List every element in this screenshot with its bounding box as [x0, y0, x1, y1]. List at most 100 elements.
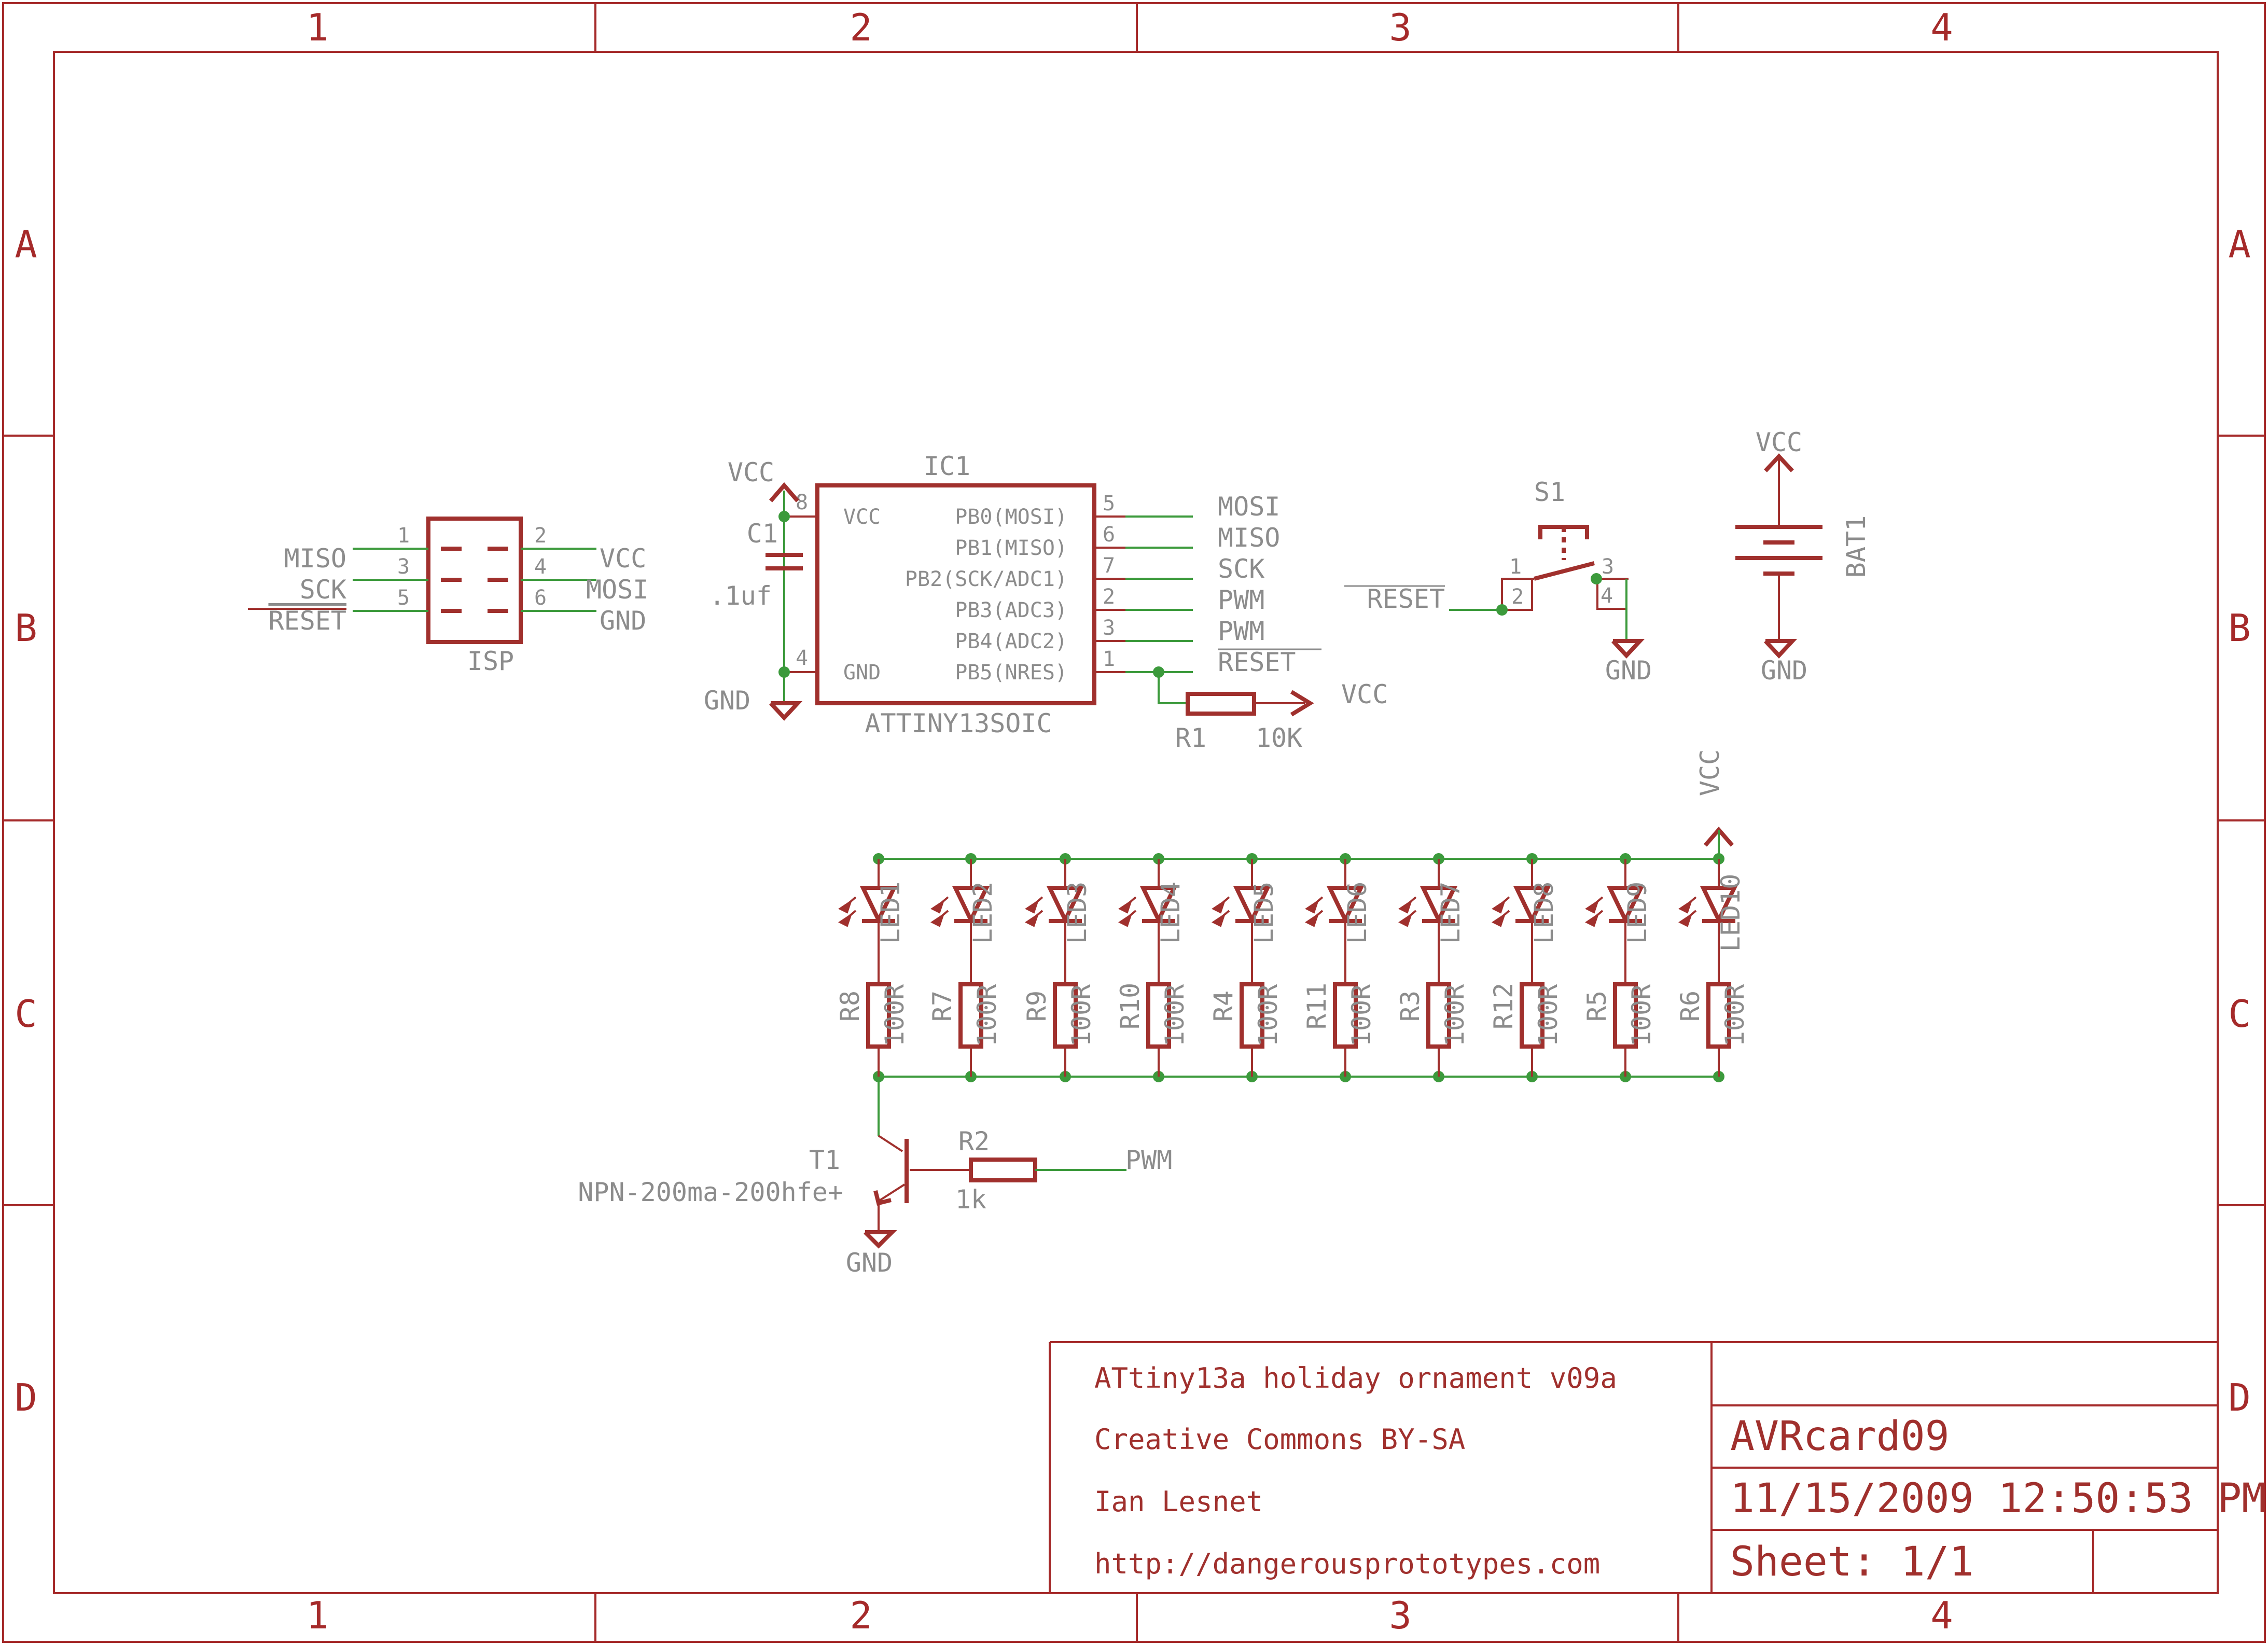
net-label-gnd: GND	[600, 606, 646, 636]
col-label: 3	[1389, 1594, 1411, 1637]
date-time: 11/15/2009 12:50:53 PM	[1730, 1475, 2266, 1522]
resistor-value: 100R	[1720, 984, 1750, 1047]
s1-pin-num: 1	[1509, 555, 1522, 579]
led-arrow-head	[930, 913, 945, 927]
gnd-label: GND	[704, 686, 750, 716]
gnd-label: GND	[846, 1248, 893, 1278]
led-arrow-head	[930, 899, 945, 914]
resistor-name: R12	[1488, 983, 1519, 1029]
ic1-pin-label: PB3(ADC3)	[955, 598, 1067, 622]
resistor-name: R7	[927, 991, 957, 1022]
resistor-name: R5	[1582, 991, 1612, 1022]
vcc-label: VCC	[1695, 749, 1725, 796]
vcc-label: VCC	[728, 457, 774, 487]
led-arrow-head	[1305, 899, 1319, 914]
isp-pin-num: 3	[397, 555, 410, 579]
resistor-name: R6	[1675, 991, 1705, 1022]
isp-pin-num: 4	[534, 555, 547, 579]
r2-resistor: R2 1k PWM	[910, 1126, 1172, 1215]
ic1-pin-label: GND	[843, 661, 881, 685]
net-label-mosi: MOSI	[1218, 492, 1280, 522]
t1-value: NPN-200ma-200hfe+	[578, 1177, 843, 1207]
gnd-symbol-ic: GND	[704, 672, 803, 721]
resistor-value: 100R	[880, 984, 910, 1047]
isp-pin-num: 2	[534, 524, 547, 548]
vcc-label: VCC	[1341, 679, 1388, 709]
led-name: LED2	[968, 882, 998, 944]
title-block: ATtiny13a holiday ornament v09a Creative…	[1049, 1341, 2266, 1593]
led-symbol	[1606, 886, 1645, 925]
s1-pin-num: 2	[1511, 585, 1524, 609]
col-label: 4	[1930, 1594, 1953, 1637]
author-name: Ian Lesnet	[1094, 1485, 1263, 1518]
c1-name: C1	[747, 519, 778, 549]
r1-value: 10K	[1256, 723, 1302, 753]
row-label: D	[15, 1376, 37, 1419]
resistor-value: 100R	[1253, 984, 1283, 1047]
led-name: LED9	[1622, 882, 1652, 944]
ic1-pin-num: 2	[1103, 585, 1115, 609]
led-name: LED6	[1342, 882, 1372, 944]
row-label: B	[2228, 606, 2250, 650]
led-arrow-head	[1678, 913, 1693, 927]
bat1-battery: VCC GND BAT1	[1735, 427, 1871, 686]
ic1-pin-num: 6	[1103, 523, 1115, 547]
row-label: A	[15, 222, 37, 266]
led-name: LED1	[875, 882, 906, 944]
col-label: 1	[306, 6, 328, 49]
led-name: LED7	[1436, 882, 1466, 944]
resistor-value: 100R	[1533, 984, 1563, 1047]
license-text: Creative Commons BY-SA	[1094, 1423, 1465, 1456]
resistor-value: 100R	[1160, 984, 1190, 1047]
vcc-symbol-ic: VCC	[728, 457, 800, 503]
t1-transistor: GND T1 NPN-200ma-200hfe+	[578, 1077, 909, 1278]
resistor-value: 100R	[1066, 984, 1096, 1047]
col-label: 2	[850, 6, 872, 49]
resistor-name: R11	[1302, 983, 1332, 1029]
col-label: 3	[1389, 6, 1411, 49]
s1-switch: S1 1 2 3 4 RESET GND	[1344, 477, 1652, 686]
r2-name: R2	[958, 1126, 990, 1156]
led-arrow-head	[1398, 913, 1413, 927]
ic1-attiny13: IC1 ATTINY13SOIC 8 4 VCC GND 5 6 7 2 3 1…	[784, 451, 1321, 738]
ic1-pin-label: VCC	[843, 505, 881, 529]
col-label: 4	[1930, 6, 1953, 49]
ic1-pin-label: PB0(MOSI)	[955, 505, 1067, 529]
net-label-vcc: VCC	[600, 543, 646, 574]
resistor-name: R4	[1208, 991, 1239, 1022]
led-arrow-head	[1678, 899, 1693, 914]
net-label-mosi: MOSI	[586, 575, 648, 605]
board-name: AVRcard09	[1730, 1413, 1950, 1460]
resistor-value: 100R	[972, 984, 1002, 1047]
led-arrow-head	[1118, 913, 1133, 927]
led-name: LED5	[1249, 882, 1279, 944]
isp-name: ISP	[467, 646, 514, 676]
net-label-sck: SCK	[1218, 554, 1264, 584]
led-name: LED4	[1156, 882, 1186, 944]
led-arrow-head	[1305, 913, 1319, 927]
led-symbol	[952, 886, 990, 925]
resistor-name: R10	[1115, 983, 1145, 1029]
net-label-sck: SCK	[300, 575, 346, 605]
s1-pin-num: 4	[1601, 584, 1613, 608]
led-symbol	[859, 886, 898, 925]
led-arrow-head	[1492, 899, 1506, 914]
led-name: LED8	[1529, 882, 1559, 944]
led-arrow-head	[1212, 913, 1226, 927]
ic1-pin-num: 3	[1103, 616, 1115, 640]
led-symbol	[1326, 886, 1365, 925]
website-url: http://dangerousprototypes.com	[1094, 1548, 1600, 1580]
led-name: LED3	[1062, 882, 1092, 944]
isp-header: 1 3 5 2 4 6 MISO SCK RESET VCC MOSI GND …	[248, 517, 648, 676]
net-label-miso: MISO	[284, 543, 346, 574]
